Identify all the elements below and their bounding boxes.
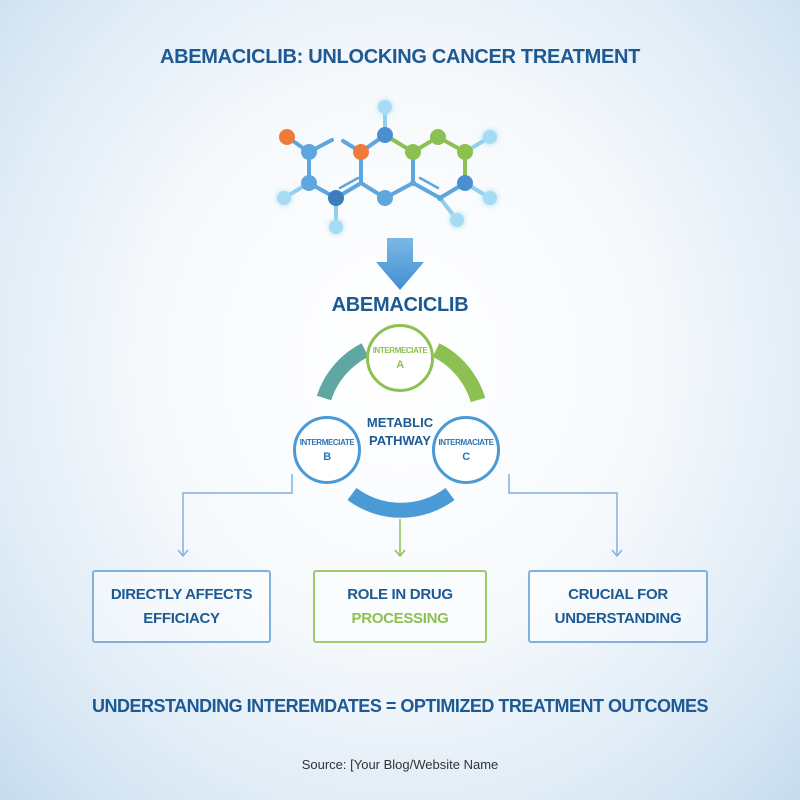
intermediate-c: INTERMACIATE C bbox=[432, 416, 500, 484]
box-efficacy: DIRECTLY AFFECTS EFFICIACY bbox=[92, 570, 271, 643]
box-drug-processing-line2: PROCESSING bbox=[351, 609, 449, 627]
box-efficacy-line1: DIRECTLY AFFECTS bbox=[110, 585, 253, 603]
conclusion-text: UNDERSTANDING INTEREMDATES = OPTIMIZED T… bbox=[91, 696, 709, 716]
intermediate-b: INTERMECIATE B bbox=[293, 416, 361, 484]
connectors bbox=[177, 474, 623, 558]
box-understanding: CRUCIAL FOR UNDERSTANDING bbox=[528, 570, 708, 643]
box-drug-processing-line1: ROLE IN DRUG bbox=[347, 585, 453, 603]
source-text: Source: [Your Blog/Website Name bbox=[301, 757, 499, 772]
intermediate-a-name: INTERMECIATE bbox=[372, 346, 428, 355]
pathway-label: METABLIC PATHWAY bbox=[0, 414, 800, 450]
intermediate-b-letter: B bbox=[323, 451, 331, 463]
box-understanding-line1: CRUCIAL FOR bbox=[568, 585, 668, 603]
intermediate-a: INTERMECIATE A bbox=[366, 324, 434, 392]
pathway-label-line2: PATHWAY bbox=[369, 433, 431, 448]
box-efficacy-line2: EFFICIACY bbox=[143, 609, 220, 627]
box-drug-processing: ROLE IN DRUG PROCESSING bbox=[313, 570, 487, 643]
down-arrow-icon bbox=[376, 238, 424, 290]
intermediate-b-name: INTERMECIATE bbox=[299, 438, 355, 447]
pathway-ring bbox=[316, 343, 486, 518]
intermediate-a-letter: A bbox=[396, 359, 404, 371]
drug-label: ABEMACICLIB bbox=[331, 294, 469, 316]
intermediate-c-name: INTERMACIATE bbox=[438, 438, 494, 447]
molecule-icon bbox=[277, 100, 497, 234]
intermediate-c-letter: C bbox=[462, 451, 470, 463]
pathway-label-line1: METABLIC bbox=[366, 415, 434, 430]
page-title: ABEMACICLIB: UNLOCKING CANCER TREATMENT bbox=[159, 46, 641, 68]
box-understanding-line2: UNDERSTANDING bbox=[554, 609, 682, 627]
